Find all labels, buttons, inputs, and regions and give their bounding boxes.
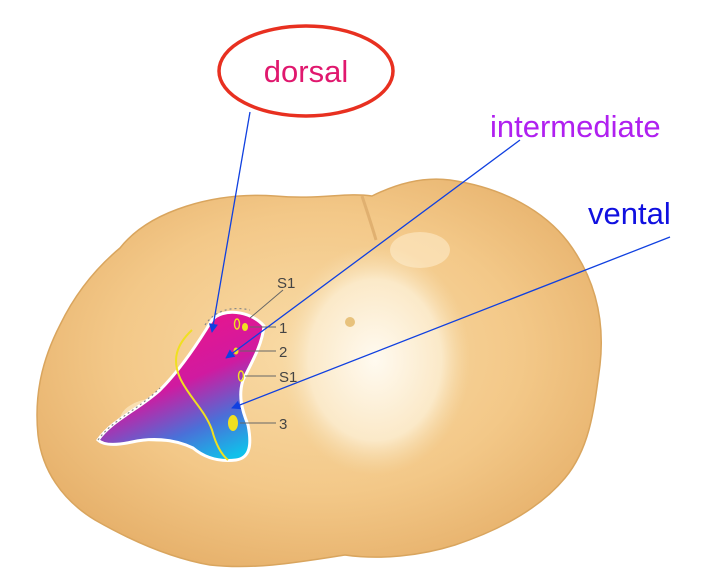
marker-1-ellipse <box>242 323 248 331</box>
marker-label-1: 1 <box>279 320 287 337</box>
central-canal <box>345 317 355 327</box>
marker-label-s1-top: S1 <box>277 275 295 292</box>
marker-label-3: 3 <box>279 416 287 433</box>
white-matter <box>280 245 470 475</box>
label-dorsal: dorsal <box>264 54 348 89</box>
glare-highlight-2 <box>390 232 450 268</box>
marker-label-2: 2 <box>279 344 287 361</box>
label-ventral: vental <box>588 196 671 231</box>
label-intermediate: intermediate <box>490 109 661 144</box>
marker-3-ellipse <box>228 415 238 431</box>
